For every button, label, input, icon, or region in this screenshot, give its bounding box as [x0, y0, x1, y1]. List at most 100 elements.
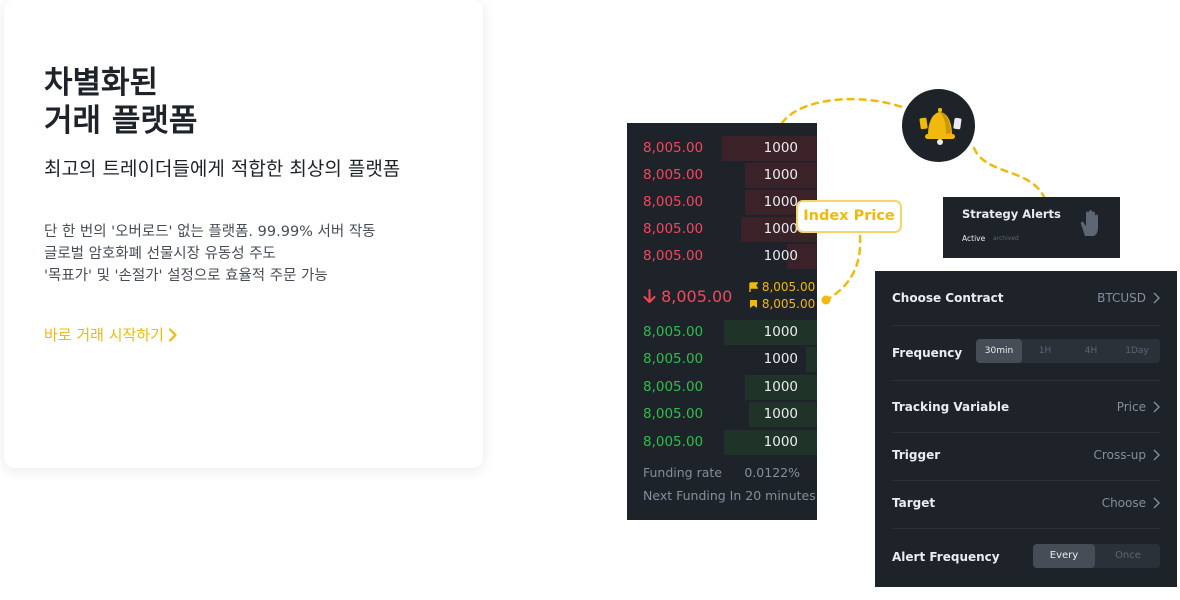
hero-bullets: 단 한 번의 '오버로드' 없는 플랫폼. 99.99% 서버 작동 글로벌 암…: [44, 221, 376, 287]
bid-row[interactable]: 8,005.00 1000: [627, 346, 817, 373]
alert-frequency-selector: Every Once: [1033, 544, 1160, 568]
index-price: 8,005.00: [749, 297, 815, 312]
bookmark-icon: [750, 300, 757, 308]
ask-qty: 1000: [763, 194, 798, 210]
ask-price: 8,005.00: [643, 194, 704, 210]
chevron-right-icon: [1153, 292, 1160, 304]
frequency-row: Frequency 30min 1H 4H 1Day: [892, 326, 1160, 381]
bid-row[interactable]: 8,005.00 1000: [627, 429, 817, 456]
alert-frequency-label: Alert Frequency: [892, 550, 1000, 564]
alert-frequency-row: Alert Frequency Every Once: [892, 529, 1160, 587]
ask-row[interactable]: 8,005.00 1000: [627, 162, 817, 189]
depth-bar: [744, 163, 817, 188]
ask-qty: 1000: [763, 140, 798, 156]
frequency-4h[interactable]: 4H: [1084, 346, 1098, 356]
choose-contract-row[interactable]: Choose Contract BTCUSD: [892, 271, 1160, 326]
chevron-right-icon: [1153, 497, 1160, 509]
bid-price: 8,005.00: [643, 379, 704, 395]
start-trading-link[interactable]: 바로 거래 시작하기: [44, 324, 178, 346]
target-value: Choose: [1101, 496, 1146, 510]
depth-bar: [805, 347, 817, 372]
contract-value: BTCUSD: [1097, 291, 1146, 305]
index-price-badge: Index Price: [796, 200, 902, 233]
hero-bullet: '목표가' 및 '손절가' 설정으로 효율적 주문 가능: [44, 268, 328, 284]
target-label: Target: [892, 496, 936, 510]
ask-price: 8,005.00: [643, 167, 704, 183]
mark-price-value: 8,005.00: [761, 280, 816, 294]
frequency-1day[interactable]: 1Day: [1125, 346, 1149, 356]
bid-qty: 1000: [763, 379, 798, 395]
bid-price: 8,005.00: [643, 434, 704, 450]
flag-icon: [749, 282, 759, 292]
bid-price: 8,005.00: [643, 406, 704, 422]
ask-qty: 1000: [763, 221, 798, 237]
bid-qty: 1000: [763, 434, 798, 450]
chevron-right-icon: [168, 328, 177, 342]
alert-bell: [902, 89, 975, 162]
depth-bar: [723, 430, 817, 455]
index-price-value: 8,005.00: [761, 297, 816, 311]
hand-cursor-icon: [1080, 210, 1098, 236]
choose-contract-label: Choose Contract: [892, 291, 1004, 305]
ask-qty: 1000: [763, 167, 798, 183]
arrow-down-icon: [643, 289, 656, 303]
depth-bar: [748, 402, 817, 427]
trigger-row[interactable]: Trigger Cross-up: [892, 433, 1160, 481]
hero-subtitle: 최고의 트레이더들에게 적합한 최상의 플랫폼: [44, 158, 401, 180]
ask-row[interactable]: 8,005.00 1000: [627, 135, 817, 162]
bid-row[interactable]: 8,005.00 1000: [627, 401, 817, 428]
alert-frequency-once[interactable]: Once: [1115, 550, 1141, 561]
hero-title: 차별화된 거래 플랫폼: [44, 64, 197, 140]
next-funding: Next Funding In 20 minutes: [643, 488, 816, 503]
target-row[interactable]: Target Choose: [892, 481, 1160, 529]
frequency-selector: 30min 1H 4H 1Day: [976, 339, 1160, 363]
depth-bar: [786, 244, 817, 269]
depth-bar: [723, 320, 817, 345]
bid-row[interactable]: 8,005.00 1000: [627, 374, 817, 401]
tracking-variable-row[interactable]: Tracking Variable Price: [892, 381, 1160, 433]
bid-qty: 1000: [763, 406, 798, 422]
trigger-label: Trigger: [892, 448, 941, 462]
last-price: 8,005.00: [643, 286, 732, 308]
chevron-right-icon: [1153, 401, 1160, 413]
ask-row[interactable]: 8,005.00 1000: [627, 189, 817, 216]
ask-price: 8,005.00: [643, 221, 704, 237]
hero-bullet: 단 한 번의 '오버로드' 없는 플랫폼. 99.99% 서버 작동: [44, 224, 376, 240]
ask-row[interactable]: 8,005.00 1000: [627, 216, 817, 243]
bid-price: 8,005.00: [643, 351, 704, 367]
hero-card: 차별화된 거래 플랫폼 최고의 트레이더들에게 적합한 최상의 플랫폼 단 한 …: [4, 0, 483, 468]
depth-bar: [722, 136, 817, 161]
frequency-1h[interactable]: 1H: [1038, 346, 1052, 356]
ask-price: 8,005.00: [643, 248, 704, 264]
bid-qty: 1000: [763, 324, 798, 340]
frequency-label: Frequency: [892, 346, 963, 360]
ask-price: 8,005.00: [643, 140, 704, 156]
mark-price: 8,005.00: [749, 280, 815, 295]
strategy-alerts-card[interactable]: Strategy Alerts Active archived: [943, 197, 1120, 258]
ask-qty: 1000: [763, 248, 798, 264]
hero-title-line2: 거래 플랫폼: [44, 103, 198, 139]
alert-frequency-every[interactable]: Every: [1033, 544, 1095, 568]
tracking-variable-label: Tracking Variable: [892, 400, 1010, 414]
tracking-variable-value: Price: [1116, 400, 1146, 414]
tab-archived[interactable]: archived: [993, 235, 1019, 242]
bell-icon: [919, 108, 962, 145]
bid-qty: 1000: [763, 351, 798, 367]
frequency-30min[interactable]: 30min: [976, 339, 1022, 363]
hero-title-line1: 차별화된: [44, 65, 159, 101]
trigger-value: Cross-up: [1093, 448, 1146, 462]
funding-rate-value: 0.0122%: [744, 465, 800, 480]
last-price-value: 8,005.00: [661, 287, 733, 306]
bid-row[interactable]: 8,005.00 1000: [627, 319, 817, 346]
order-book: 8,005.00 1000 8,005.00 1000 8,005.00 100…: [627, 123, 817, 520]
depth-bar: [744, 375, 817, 400]
funding-rate-label: Funding rate: [643, 465, 722, 480]
ask-row[interactable]: 8,005.00 1000: [627, 243, 817, 270]
bid-price: 8,005.00: [643, 324, 704, 340]
start-trading-label: 바로 거래 시작하기: [44, 326, 164, 344]
chevron-right-icon: [1153, 449, 1160, 461]
hero-bullet: 글로벌 암호화폐 선물시장 유동성 주도: [44, 246, 276, 262]
tab-active[interactable]: Active: [962, 234, 986, 243]
alert-settings-panel: Choose Contract BTCUSD Frequency 30min 1…: [875, 271, 1177, 587]
